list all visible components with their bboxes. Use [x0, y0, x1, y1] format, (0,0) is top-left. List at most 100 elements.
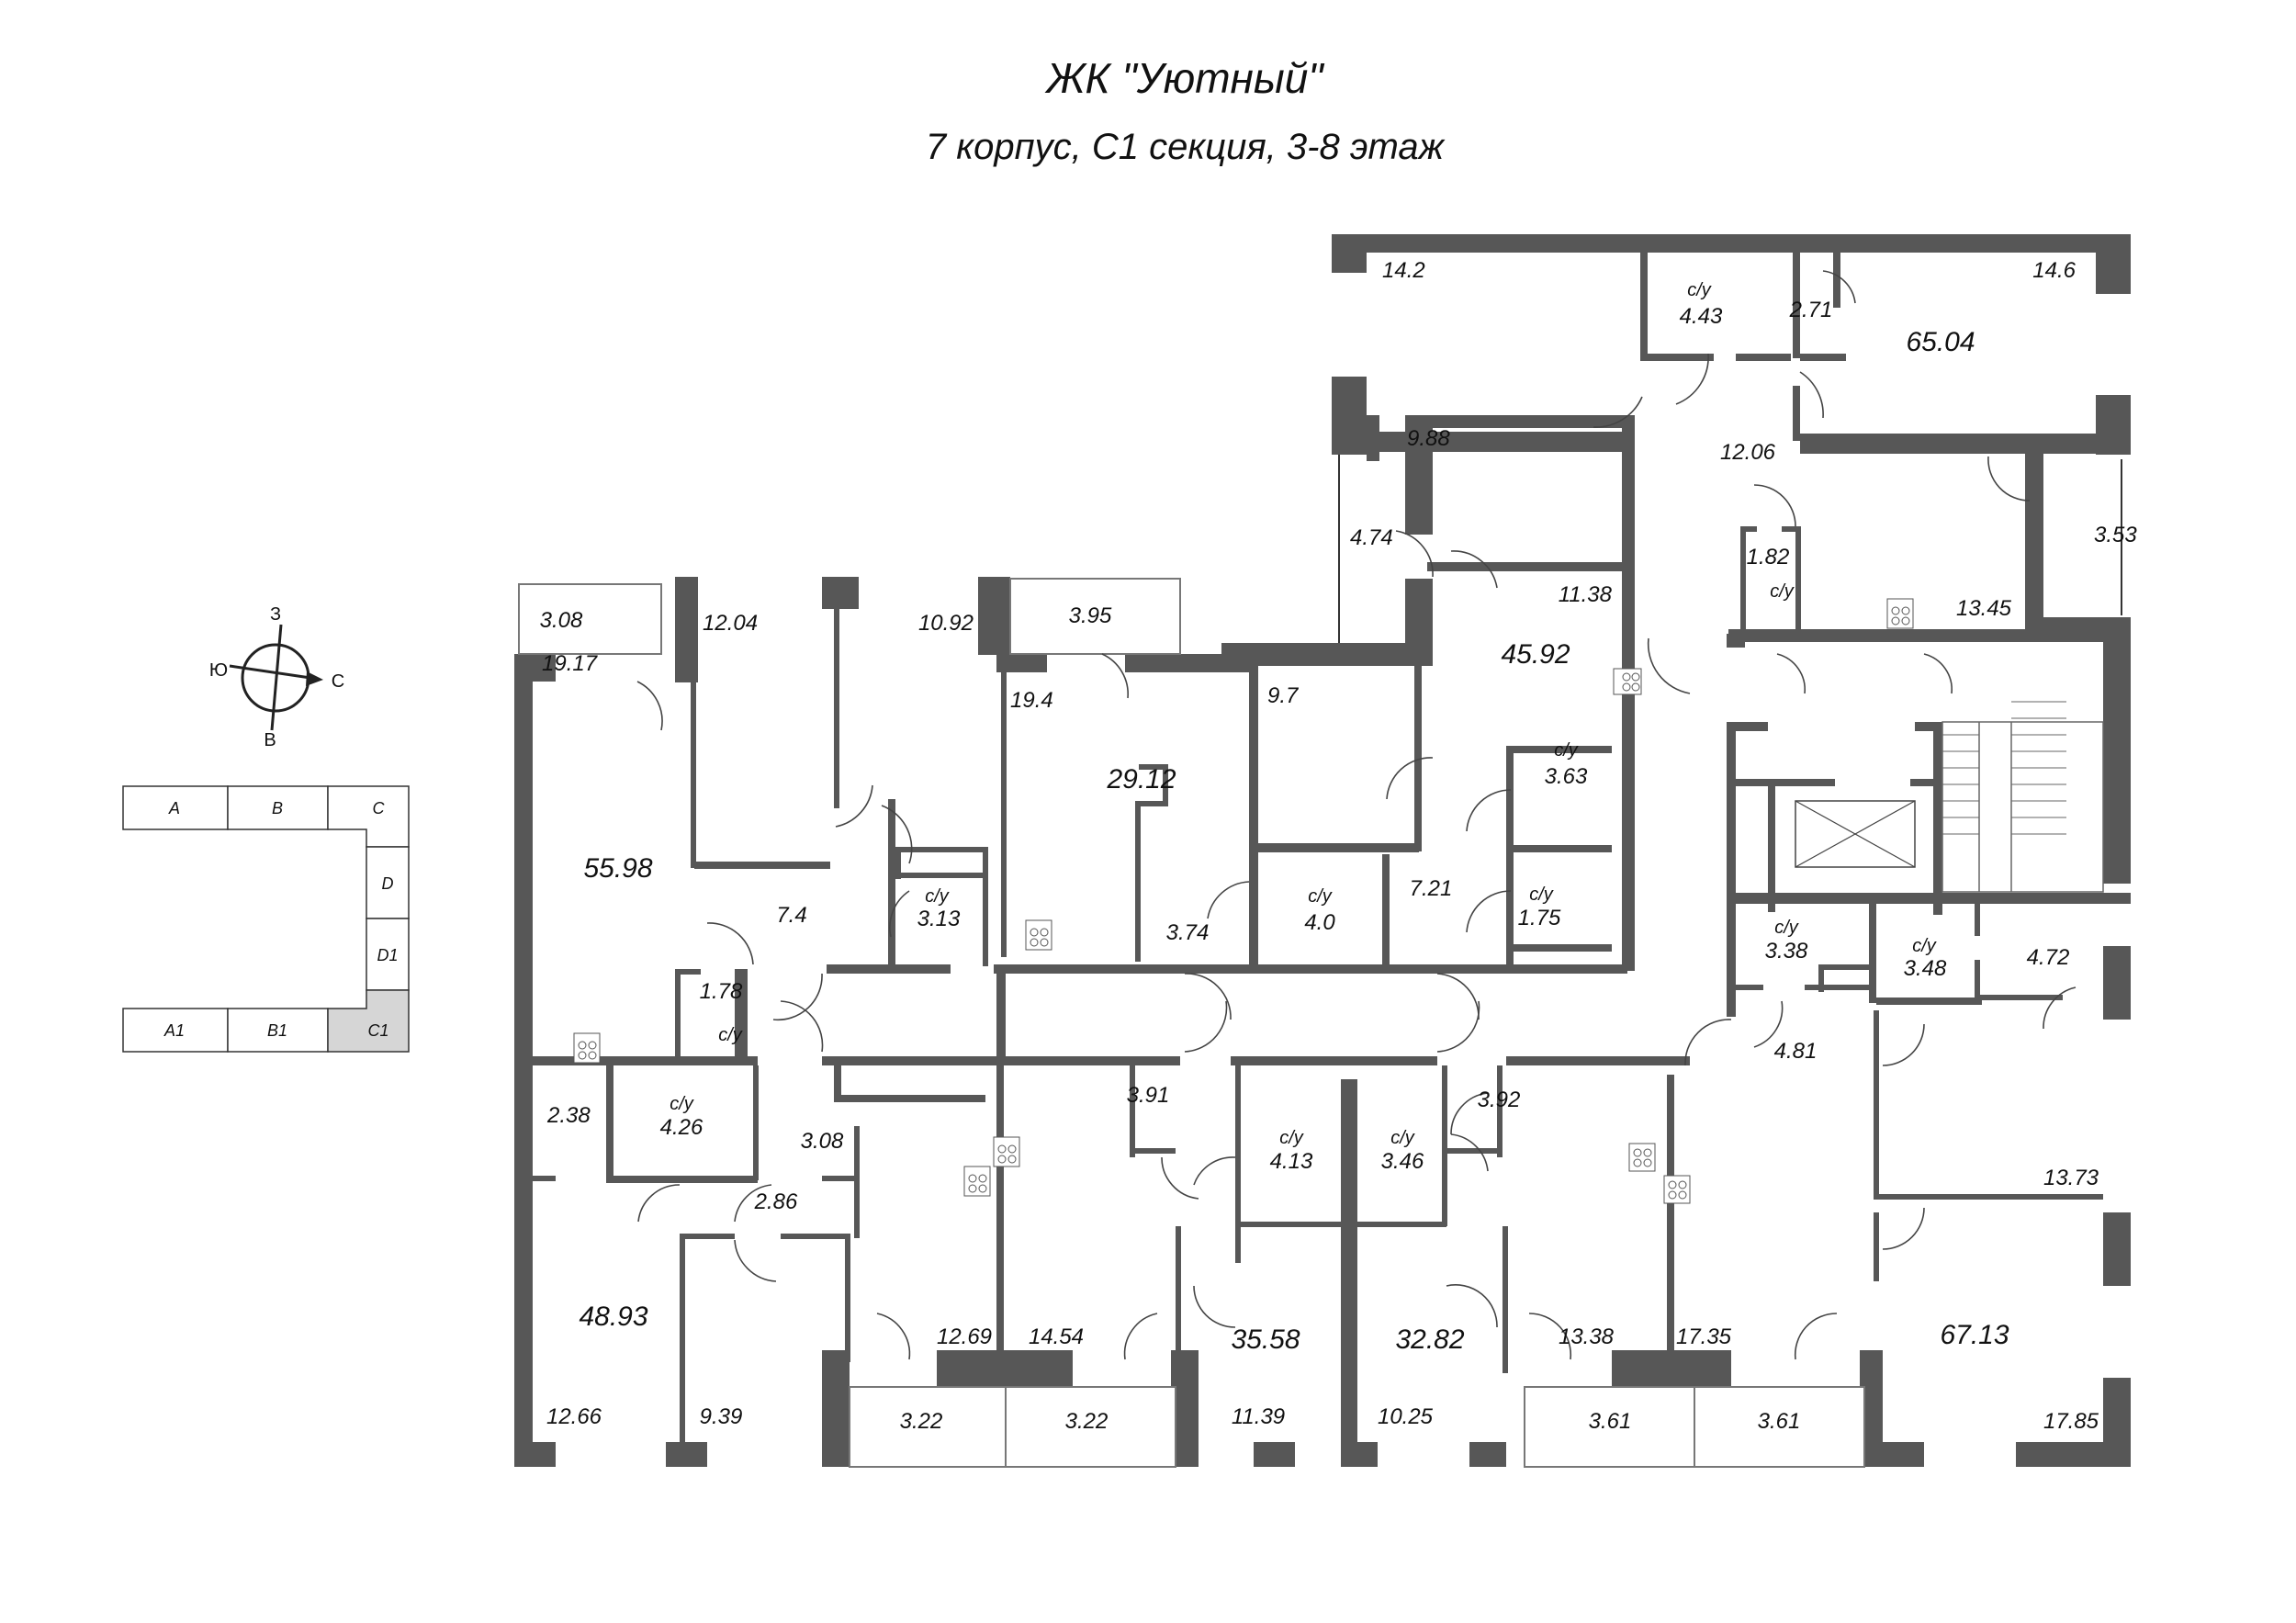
building-subtitle: 7 корпус, С1 секция, 3-8 этаж [925, 127, 1445, 167]
room-area: 14.2 [1382, 258, 1425, 283]
room-area: 2.71 [1789, 298, 1833, 322]
room-area: 4.72 [2027, 945, 2070, 970]
section-label-b1: B1 [267, 1021, 287, 1040]
apartment-total-area: 67.13 [1940, 1320, 2009, 1350]
bathroom-label: с/у [1390, 1128, 1415, 1148]
stove-icon [1628, 1143, 1656, 1172]
bathroom-label: с/у [718, 1025, 743, 1045]
bathroom-label: с/у [1279, 1128, 1304, 1148]
room-area: 13.73 [2043, 1166, 2099, 1190]
room-area: 12.04 [703, 611, 758, 636]
room-area: 1.75 [1518, 906, 1561, 930]
section-cell-d[interactable] [366, 846, 410, 919]
room-area: 19.4 [1010, 688, 1053, 713]
room-area: 2.86 [754, 1189, 798, 1214]
room-area: 3.61 [1589, 1409, 1632, 1434]
room-area: 9.7 [1267, 683, 1300, 708]
stove-icon [993, 1136, 1020, 1167]
room-area: 3.53 [2094, 523, 2137, 547]
room-area: 9.88 [1407, 426, 1450, 451]
section-cell-a[interactable] [122, 785, 229, 830]
area-labels: 14.2 с/у 4.43 2.71 14.6 65.04 12.06 9.88… [540, 258, 2138, 1434]
room-area: 4.43 [1680, 304, 1723, 329]
room-area: 3.61 [1758, 1409, 1801, 1434]
room-area: 4.0 [1304, 910, 1335, 935]
section-cell-d1[interactable] [366, 918, 410, 991]
apartment-total-area: 55.98 [583, 853, 652, 884]
room-area: 1.82 [1747, 545, 1790, 569]
compass-north: С [332, 671, 344, 692]
room-area: 11.38 [1559, 582, 1613, 607]
walls [514, 234, 2131, 1467]
stove-icon [1025, 919, 1052, 951]
room-area: 14.54 [1029, 1324, 1084, 1349]
section-label-b: B [272, 799, 283, 817]
elevator-icon [1795, 800, 1916, 868]
bathroom-label: с/у [925, 886, 950, 907]
apartment-total-area: 35.58 [1231, 1324, 1300, 1355]
apartment-total-area: 65.04 [1906, 327, 1975, 357]
room-area: 9.39 [700, 1404, 743, 1429]
stove-icon [1663, 1175, 1691, 1204]
apartment-total-area: 45.92 [1501, 639, 1570, 670]
room-area: 4.26 [660, 1115, 703, 1140]
room-area: 3.95 [1069, 603, 1112, 628]
room-area: 3.63 [1545, 764, 1588, 789]
section-cell-c[interactable] [327, 785, 410, 848]
bathroom-label: с/у [1774, 918, 1799, 938]
room-area: 2.38 [546, 1103, 591, 1128]
room-area: 4.13 [1270, 1149, 1313, 1174]
room-area: 4.81 [1774, 1039, 1818, 1064]
section-cell-c1[interactable] [327, 989, 410, 1053]
room-area: 3.92 [1478, 1088, 1521, 1112]
room-area: 3.22 [1065, 1409, 1109, 1434]
room-area: 3.91 [1127, 1083, 1170, 1108]
compass-west: З [270, 604, 281, 625]
apartment-total-area: 32.82 [1395, 1324, 1464, 1355]
room-area: 3.08 [540, 608, 583, 633]
room-area: 3.48 [1904, 956, 1947, 981]
door-swings [636, 270, 2077, 1360]
room-area: 3.46 [1381, 1149, 1424, 1174]
room-area: 3.13 [917, 907, 961, 931]
bathroom-label: с/у [1308, 886, 1333, 907]
bathroom-label: с/у [670, 1094, 694, 1114]
room-area: 12.06 [1720, 440, 1776, 465]
room-area: 10.92 [918, 611, 974, 636]
room-area: 12.66 [546, 1404, 602, 1429]
bathroom-label: с/у [1554, 740, 1579, 761]
section-label-c: C [373, 799, 386, 817]
balconies [518, 455, 2122, 1468]
compass-east: В [264, 730, 276, 750]
apartment-total-area: 48.93 [579, 1302, 647, 1332]
stove-icon [573, 1032, 601, 1064]
complex-title: ЖК "Уютный" [1046, 54, 1323, 102]
room-area: 3.38 [1765, 939, 1808, 964]
section-label-d: D [382, 874, 394, 893]
room-area: 17.35 [1676, 1324, 1732, 1349]
room-area: 11.39 [1232, 1404, 1285, 1429]
room-area: 1.78 [700, 979, 743, 1004]
compass-south: Ю [209, 660, 228, 681]
stairwell [1941, 701, 2104, 893]
section-cell-b[interactable] [227, 785, 329, 830]
room-area: 3.74 [1166, 920, 1210, 945]
room-area: 17.85 [2043, 1409, 2099, 1434]
section-label-a1: A1 [163, 1021, 185, 1040]
room-area: 14.6 [2032, 258, 2076, 283]
room-area: 7.4 [776, 903, 806, 928]
section-label-c1: C1 [367, 1021, 388, 1040]
room-area: 19.17 [542, 651, 599, 676]
section-key-map: A B C D D1 A1 B1 C1 [122, 785, 410, 1053]
bathroom-label: с/у [1687, 280, 1712, 300]
room-area: 13.38 [1559, 1324, 1615, 1349]
bathroom-label: с/у [1912, 936, 1937, 956]
room-area: 10.25 [1378, 1404, 1434, 1429]
room-area: 7.21 [1410, 876, 1453, 901]
apartment-total-area: 29.12 [1106, 764, 1176, 795]
room-area: 13.45 [1956, 596, 2012, 621]
bathroom-label: с/у [1770, 581, 1795, 602]
section-cell-a1[interactable] [122, 1008, 229, 1053]
room-area: 3.22 [900, 1409, 943, 1434]
